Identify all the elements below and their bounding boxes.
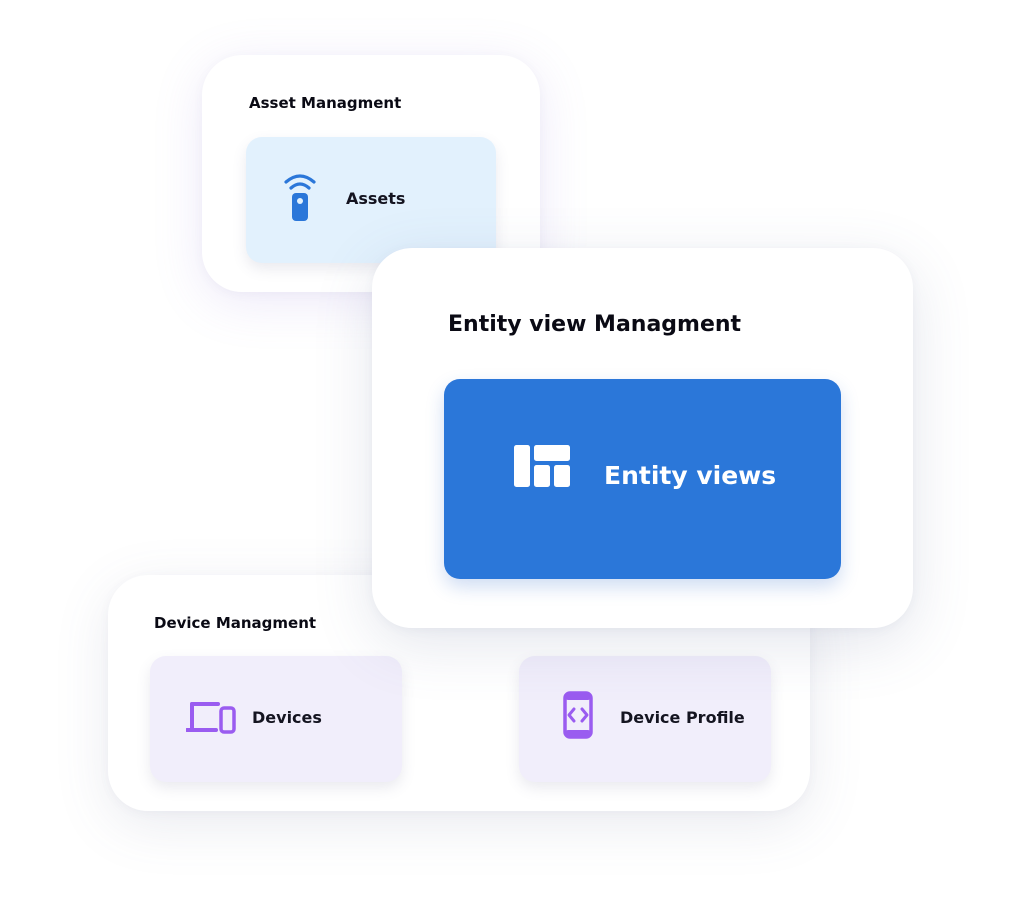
asset-management-card: Asset Managment Assets xyxy=(202,55,540,292)
code-phone-icon xyxy=(563,691,593,743)
remote-wifi-icon xyxy=(284,172,316,226)
entity-views-tile[interactable]: Entity views xyxy=(444,379,841,579)
device-profile-label: Device Profile xyxy=(620,708,745,727)
assets-label: Assets xyxy=(346,189,406,208)
device-management-card: Device Managment Devices xyxy=(108,575,810,811)
devices-tile[interactable]: Devices xyxy=(150,656,402,782)
devices-icon xyxy=(185,700,236,738)
entity-view-management-title: Entity view Managment xyxy=(448,312,742,337)
device-management-title: Device Managment xyxy=(154,614,317,632)
entity-views-label: Entity views xyxy=(604,461,777,490)
dashboard-layout-icon xyxy=(514,445,570,491)
devices-label: Devices xyxy=(252,708,322,727)
asset-management-title: Asset Managment xyxy=(249,94,402,112)
assets-tile[interactable]: Assets xyxy=(246,137,496,263)
device-profile-tile[interactable]: Device Profile xyxy=(519,656,771,782)
entity-view-management-card: Entity view Managment Entity views xyxy=(372,248,913,628)
